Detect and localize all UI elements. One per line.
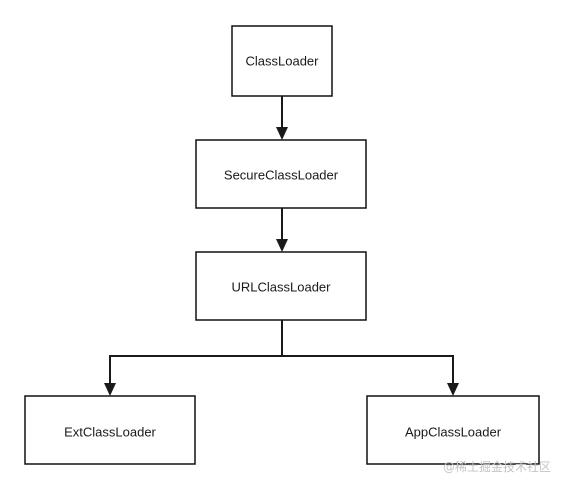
edge-urlclassloader-to-appclassloader <box>282 355 459 396</box>
node-classloader[interactable]: ClassLoader <box>231 25 333 97</box>
node-extclassloader[interactable]: ExtClassLoader <box>24 395 196 465</box>
node-appclassloader-label: AppClassLoader <box>405 425 502 440</box>
node-secureclassloader-label: SecureClassLoader <box>224 168 339 183</box>
node-secureclassloader[interactable]: SecureClassLoader <box>195 139 367 209</box>
node-urlclassloader[interactable]: URLClassLoader <box>195 251 367 321</box>
edge-classloader-to-secureclassloader <box>276 96 288 140</box>
edge-urlclassloader-to-extclassloader <box>104 320 283 396</box>
node-classloader-label: ClassLoader <box>246 54 320 69</box>
node-extclassloader-label: ExtClassLoader <box>64 425 156 440</box>
watermark: @稀土掘金技术社区 <box>442 460 551 474</box>
node-urlclassloader-label: URLClassLoader <box>232 280 332 295</box>
edges <box>104 96 459 396</box>
edge-secureclassloader-to-urlclassloader <box>276 208 288 252</box>
node-appclassloader[interactable]: AppClassLoader <box>366 395 540 465</box>
